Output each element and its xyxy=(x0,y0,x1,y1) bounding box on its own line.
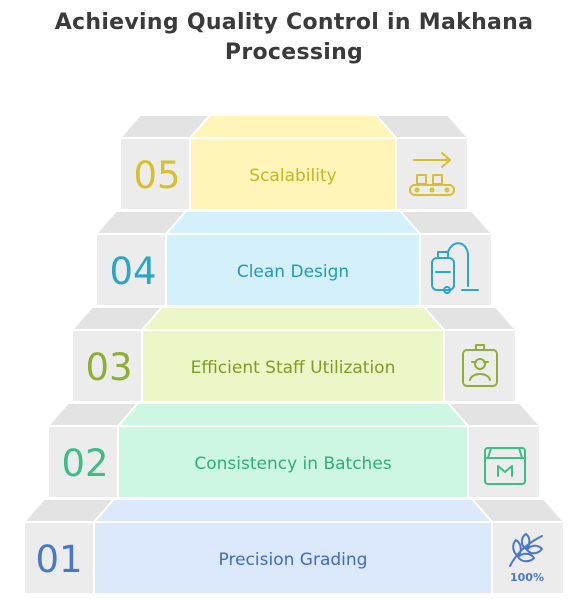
step-05-number: 05 xyxy=(133,154,180,197)
step-04-number: 04 xyxy=(109,250,156,293)
conveyor-belt-icon xyxy=(409,152,455,196)
step-02-number: 02 xyxy=(61,442,108,485)
step-04: 04 Clean Design xyxy=(93,210,495,307)
diagram-title: Achieving Quality Control in Makhana Pro… xyxy=(0,8,588,68)
staff-badge-icon xyxy=(462,344,498,387)
step-02-top-face xyxy=(115,402,471,427)
step-02: 02 Consistency in Batches xyxy=(45,402,543,499)
step-05: 05 Scalability xyxy=(117,114,471,211)
step-01-label: Precision Grading xyxy=(219,550,368,570)
step-03-face xyxy=(141,329,445,403)
title-line-2: Processing xyxy=(224,40,364,65)
vacuum-cleaner-icon xyxy=(431,242,479,294)
step-03-number: 03 xyxy=(85,346,132,389)
step-05-face xyxy=(189,137,397,211)
step-03-label: Efficient Staff Utilization xyxy=(191,358,396,378)
grain-100-percent-icon: 100% xyxy=(509,533,544,584)
title-line-1: Achieving Quality Control in Makhana xyxy=(54,10,534,35)
step-01-face xyxy=(93,521,493,595)
step-01: 01 Precision Grading 100% xyxy=(21,498,567,595)
step-02-label: Consistency in Batches xyxy=(194,454,391,474)
step-01-number: 01 xyxy=(35,538,82,581)
step-05-top-face xyxy=(187,114,399,139)
step-01-top-face xyxy=(91,498,495,523)
package-box-icon xyxy=(484,447,526,485)
step-04-top-face xyxy=(163,210,423,235)
step-03-top-face xyxy=(139,306,447,331)
step-04-face xyxy=(165,233,421,307)
grain-icon-percent-text: 100% xyxy=(510,571,544,584)
step-05-label: Scalability xyxy=(249,166,336,186)
step-03: 03 Efficient Staff Utilization xyxy=(69,306,519,403)
step-04-label: Clean Design xyxy=(237,262,349,282)
